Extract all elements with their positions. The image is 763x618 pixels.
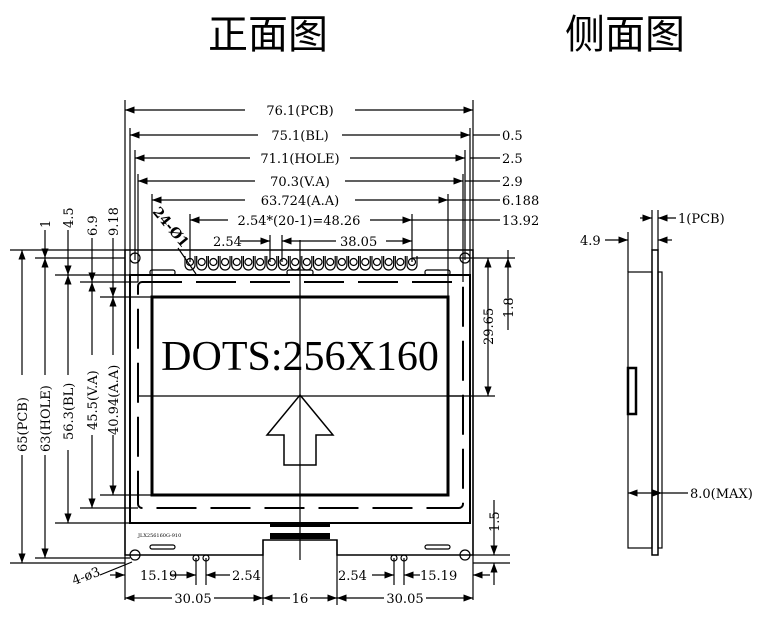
- pin-pad: [359, 256, 371, 271]
- pin-pad: [324, 256, 336, 271]
- dim-bottom-30-05-right: 30.05: [386, 592, 423, 607]
- pin-pad: [196, 256, 208, 271]
- dim-bottom-2-54-left: 2.54: [232, 569, 261, 584]
- pin-hole: [267, 257, 276, 267]
- display-dots-label: DOTS:256X160: [161, 334, 439, 380]
- pin-hole: [384, 257, 393, 267]
- pin-pad: [406, 256, 418, 271]
- pin-pad: [336, 256, 348, 271]
- side-dim-max: 8.0(MAX): [690, 487, 753, 502]
- dim-hole-height: 63(HOLE): [39, 385, 54, 452]
- pin-pad: [371, 256, 383, 271]
- pin-hole: [337, 257, 346, 267]
- pin-hole: [407, 257, 417, 267]
- pin-pad: [289, 256, 301, 271]
- dim-1-5: 1.5: [488, 511, 503, 532]
- dim-bottom-16: 16: [292, 592, 309, 607]
- pin-hole: [256, 257, 265, 267]
- pin-hole: [396, 257, 405, 267]
- dim-aa-height: 40.94(A.A): [107, 365, 122, 435]
- mount-hole-label: 4-ø3: [70, 565, 102, 589]
- pin-pad: [394, 256, 406, 271]
- pin-hole: [372, 257, 382, 267]
- pin-hole: [197, 257, 206, 267]
- pin-pad: [266, 256, 278, 271]
- dim-1-8: 1.8: [502, 297, 517, 318]
- pin-pad: [312, 256, 325, 271]
- dim-pin-pitch-total: 2.54*(20-1)=48.26: [238, 214, 361, 229]
- pin-hole: [302, 257, 311, 267]
- pin-pad: [207, 256, 219, 271]
- dim-pcb-height: 65(PCB): [16, 397, 31, 452]
- dim-right-0-5: 0.5: [502, 129, 523, 144]
- pin-hole: [349, 257, 358, 267]
- pin-pad: [231, 256, 243, 271]
- dim-right-6-188: 6.188: [502, 194, 539, 209]
- pin-hole: [326, 257, 335, 267]
- dim-bottom-30-05-left: 30.05: [174, 592, 211, 607]
- dim-29-65: 29.65: [482, 308, 497, 345]
- dim-pin-pitch: 2.54: [213, 235, 242, 250]
- dim-top-4-5: 4.5: [62, 207, 77, 228]
- dim-top-6-9: 6.9: [86, 215, 101, 236]
- pin-pad: [184, 256, 196, 271]
- pin-pad: [301, 256, 313, 271]
- dim-va-width: 70.3(V.A): [270, 175, 330, 190]
- pin-hole: [232, 257, 241, 267]
- pin-hole: [361, 257, 370, 267]
- front-view-title: 正面图: [208, 12, 328, 58]
- dim-bl-width: 75.1(BL): [271, 129, 328, 144]
- dim-bottom-2-54-right: 2.54: [338, 569, 367, 584]
- dim-hole-width: 71.1(HOLE): [260, 152, 339, 167]
- pin-pad: [277, 256, 290, 271]
- pin-pad: [242, 256, 255, 271]
- dim-aa-width: 63.724(A.A): [261, 194, 340, 209]
- dim-right-2-9: 2.9: [502, 175, 523, 190]
- dim-pcb-width: 76.1(PCB): [266, 104, 333, 119]
- dim-right-13-92: 13.92: [502, 214, 539, 229]
- dim-va-height: 45.5(V.A): [86, 370, 101, 430]
- pin-hole: [244, 257, 253, 267]
- pin-pad: [383, 256, 395, 271]
- lcd-module-side: 1(PCB) 4.9 8.0(MAX): [580, 210, 753, 556]
- pin-pad: [254, 256, 266, 271]
- dim-right-2-5: 2.5: [502, 152, 523, 167]
- dim-top-1: 1: [39, 220, 54, 228]
- part-marking: JLX256160G-910: [137, 533, 181, 539]
- side-view-title: 侧面图: [565, 12, 685, 58]
- pin-pad: [219, 256, 231, 271]
- pin-hole: [220, 257, 230, 267]
- side-dim-pcb: 1(PCB): [678, 212, 725, 227]
- side-dim-thickness: 4.9: [580, 234, 601, 249]
- dim-bottom-15-19-right: 15.19: [420, 569, 457, 584]
- pin-hole: [209, 257, 218, 267]
- pin-hole: [314, 257, 323, 267]
- pin-hole: [279, 257, 288, 267]
- orientation-arrow: [265, 393, 335, 466]
- pin-pad: [347, 256, 360, 271]
- dim-bottom-15-19-left: 15.19: [140, 569, 177, 584]
- pin-hole-label: 24-Ø1: [149, 204, 192, 250]
- dim-top-9-18: 9.18: [107, 207, 122, 236]
- dim-bl-height: 56.3(BL): [62, 383, 77, 440]
- pin-hole: [291, 257, 300, 267]
- dim-pin-offset: 38.05: [340, 235, 377, 250]
